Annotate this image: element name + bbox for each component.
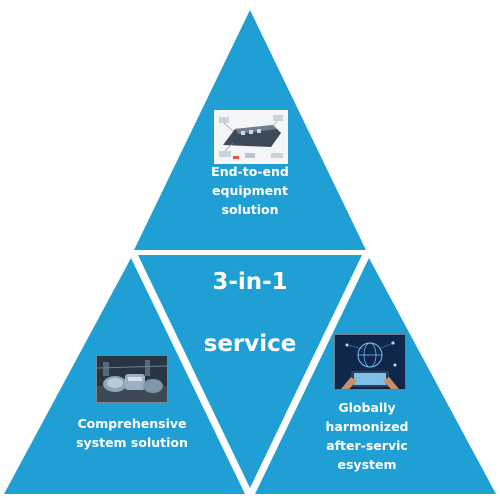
right-label-line-1: Globally — [338, 400, 396, 415]
left-label-line-2: system solution — [76, 435, 188, 450]
right-label-line-3: after-servic — [326, 438, 408, 453]
top-label-line-2: equipment — [212, 183, 288, 198]
right-label-line-4: esystem — [337, 457, 397, 472]
center-title: 3-in-1 — [212, 269, 288, 295]
left-label-line-1: Comprehensive — [77, 416, 187, 431]
tablet-globe-network-image — [334, 334, 406, 390]
top-panel-label: End-to-end equipment solution — [190, 162, 310, 219]
top-label-line-3: solution — [221, 202, 279, 217]
center-triangle — [138, 255, 362, 488]
top-label-line-1: End-to-end — [211, 164, 289, 179]
ship-equipment-diagram-image — [214, 110, 288, 164]
machinery-system-image — [96, 355, 168, 403]
left-panel-label: Comprehensive system solution — [62, 414, 202, 452]
center-subtitle: service — [203, 331, 297, 357]
right-label-line-2: harmonized — [325, 419, 409, 434]
right-panel-label: Globally harmonized after-servic esystem — [312, 398, 422, 474]
